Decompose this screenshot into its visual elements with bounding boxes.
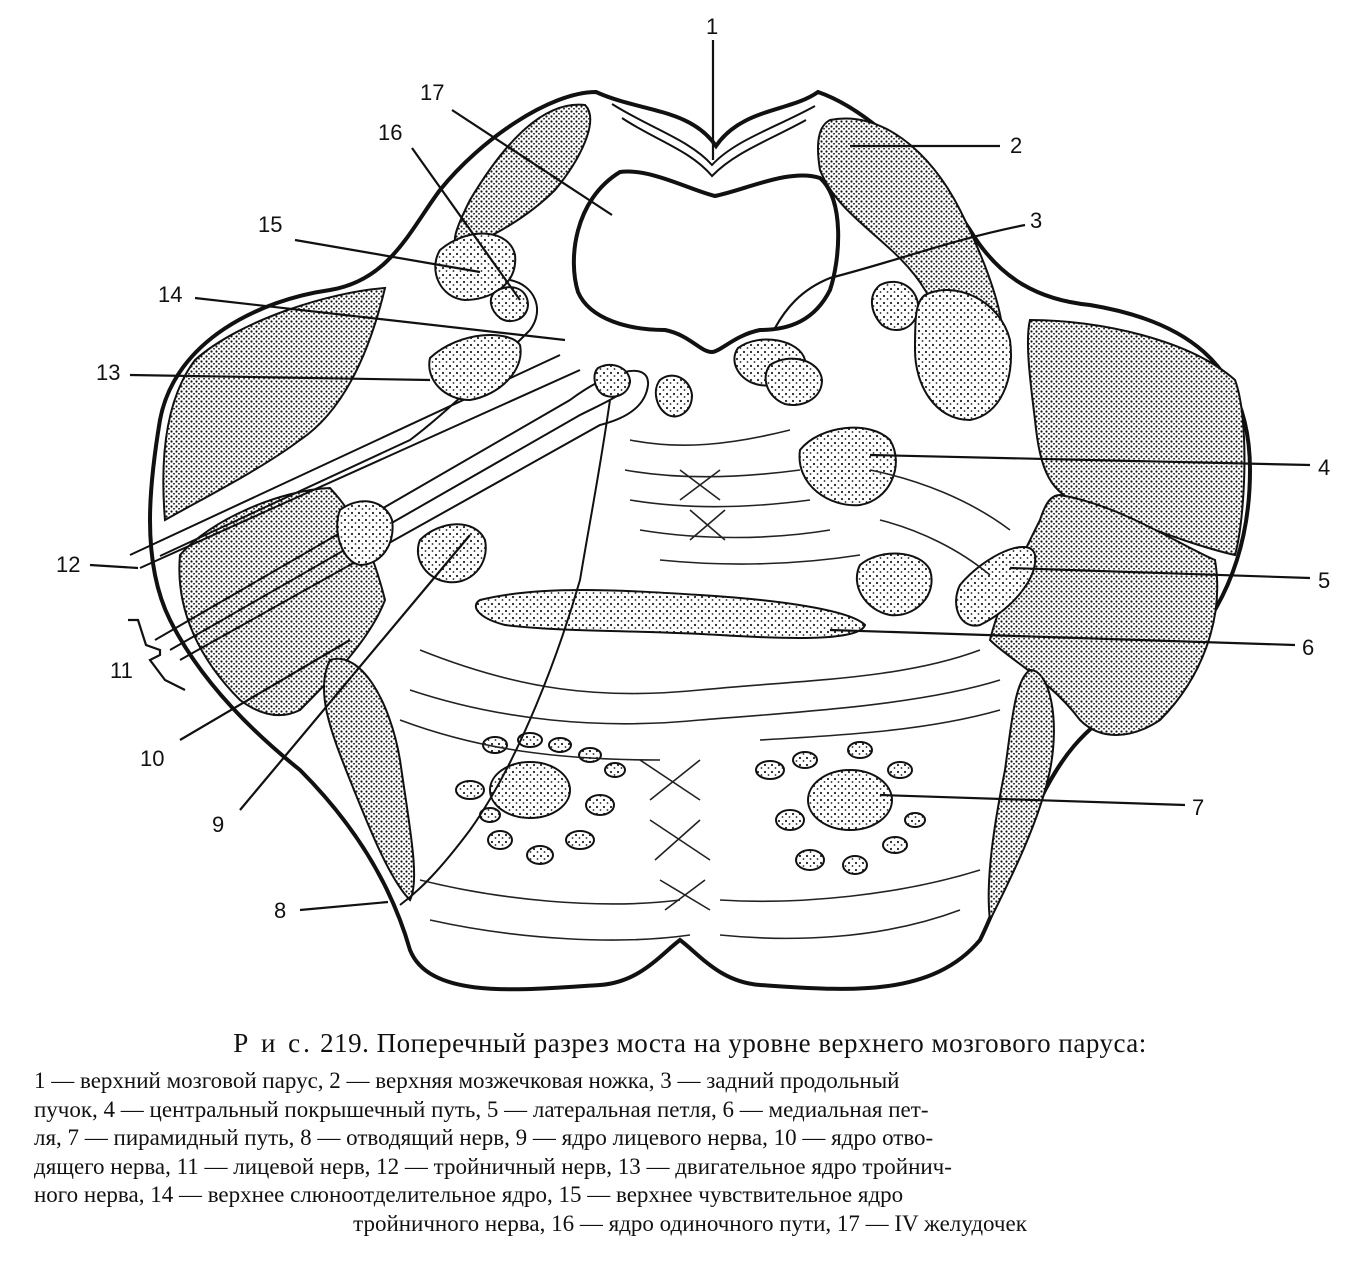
pyramidal-bundle [795, 849, 825, 871]
sensory-nucleus-trigeminal [434, 232, 517, 302]
label-text: 7 [1192, 795, 1204, 820]
dorsal-nuclei-right-b [913, 289, 1012, 422]
label-text: 12 [56, 552, 80, 577]
label-text: 5 [1318, 568, 1330, 593]
label-15: 15 [258, 212, 481, 274]
pons-outline [148, 89, 1253, 992]
pyramidal-bundle [455, 780, 485, 800]
label-8: 8 [274, 898, 389, 923]
label-11: 11 [110, 618, 186, 691]
pyramidal-bundle [585, 794, 615, 816]
label-10: 10 [140, 639, 351, 771]
legend-line: пучок, 4 — центральный покрышечный путь,… [34, 1096, 929, 1122]
pyramidal-bundle [904, 812, 926, 828]
pyramidal-bundle [792, 751, 818, 769]
legend-line: 1 — верхний мозговой парус, 2 — верхняя … [34, 1068, 900, 1093]
abducens-nerve [399, 399, 611, 906]
label-12: 12 [56, 552, 139, 577]
pyramidal-bundle [482, 736, 508, 754]
dorsal-nuclei-right-c [764, 357, 824, 406]
label-text: 9 [212, 812, 224, 837]
pyramidal-bundle [847, 741, 873, 759]
label-text: 17 [420, 80, 444, 105]
solitary-tract-nucleus [489, 286, 530, 323]
middle-cerebellar-peduncle-right [1026, 318, 1246, 557]
pyramidal-tract-left [455, 732, 626, 865]
figure-title: Поперечный разрез моста на уровне верхне… [376, 1028, 1147, 1058]
label-9: 9 [212, 534, 471, 837]
label-3: 3 [774, 208, 1042, 329]
label-text: 16 [378, 120, 402, 145]
medial-longitudinal-fasciculus-left [654, 374, 694, 418]
superior-medullary-velum [611, 103, 816, 167]
label-text: 3 [1030, 208, 1042, 233]
legend-line: ля, 7 — пирамидный путь, 8 — отводящий н… [34, 1125, 934, 1150]
label-6: 6 [829, 628, 1314, 660]
pyramidal-bundle [578, 747, 602, 763]
label-4: 4 [869, 453, 1330, 480]
superior-salivatory-nucleus [593, 363, 632, 398]
pyramidal-tract-right [755, 741, 926, 875]
dorsal-nuclei-right-a [871, 280, 920, 331]
label-16: 16 [378, 120, 521, 301]
motor-nucleus-trigeminal [428, 334, 522, 402]
legend-line: тройничного нерва, 16 — ядро одиночного … [353, 1210, 1027, 1236]
label-text: 2 [1010, 133, 1022, 158]
label-14: 14 [158, 282, 566, 342]
trigeminal-nerve-c [159, 279, 539, 557]
pyramidal-bundle [882, 836, 908, 854]
caption-title: Р и с. 219. Поперечный разрез моста на у… [30, 1028, 1350, 1059]
pyramidal-bundle [487, 830, 513, 850]
pyramidal-bundle [604, 762, 626, 778]
label-7: 7 [879, 793, 1204, 820]
caption-legend: 1 — верхний мозговой парус, 2 — верхняя … [30, 1067, 1350, 1238]
label-text: 6 [1302, 635, 1314, 660]
pyramidal-bundle [755, 760, 785, 780]
label-text: 15 [258, 212, 282, 237]
pyramidal-bundle [842, 855, 868, 875]
label-text: 14 [158, 282, 182, 307]
lateral-lemniscus-nucleus [855, 552, 933, 617]
pyramidal-bundle [775, 809, 805, 831]
lateral-lemniscus [955, 545, 1037, 627]
legend-line: дящего нерва, 11 — лицевой нерв, 12 — тр… [34, 1153, 952, 1179]
pyramidal-bundle [548, 737, 572, 753]
medial-lemniscus [474, 589, 867, 639]
label-text: 1 [706, 14, 718, 39]
figure-number: 219. [320, 1028, 370, 1058]
label-2: 2 [850, 133, 1022, 158]
abducens-nucleus [417, 523, 487, 584]
pyramidal-bundle [565, 830, 595, 850]
basilar-rim-right [987, 668, 1055, 924]
pyramidal-bundle [887, 761, 913, 779]
superior-medullary-velum-inner [621, 117, 807, 178]
label-text: 8 [274, 898, 286, 923]
central-tegmental-tract [798, 426, 897, 507]
pyramidal-bundle [807, 769, 893, 831]
fourth-ventricle [571, 169, 841, 355]
figure-caption: Р и с. 219. Поперечный разрез моста на у… [30, 1028, 1350, 1238]
label-text: 11 [110, 658, 133, 683]
label-5: 5 [1009, 566, 1330, 593]
label-1: 1 [706, 14, 718, 160]
tegmental-fibers [624, 429, 1011, 576]
facial-nucleus [336, 500, 394, 567]
pons-cross-section-diagram: 1 2 3 4 5 6 7 8 9 10 11 12 [56, 14, 1330, 992]
trigeminal-nerve-b [139, 369, 581, 569]
label-13: 13 [96, 360, 431, 385]
label-17: 17 [420, 80, 613, 216]
label-text: 13 [96, 360, 120, 385]
figure-prefix: Р и с. [233, 1028, 313, 1058]
basilar-rim-left [322, 657, 416, 902]
transverse-pontine-fibers [399, 649, 1001, 941]
pyramidal-bundle [517, 732, 543, 748]
pyramidal-bundle [489, 761, 571, 819]
legend-line: ного нерва, 14 — верхнее слюноотделитель… [34, 1182, 904, 1207]
middle-cerebellar-peduncle-left [162, 286, 387, 522]
label-text: 10 [140, 746, 164, 771]
pyramidal-bundle [526, 845, 554, 865]
label-text: 4 [1318, 455, 1330, 480]
